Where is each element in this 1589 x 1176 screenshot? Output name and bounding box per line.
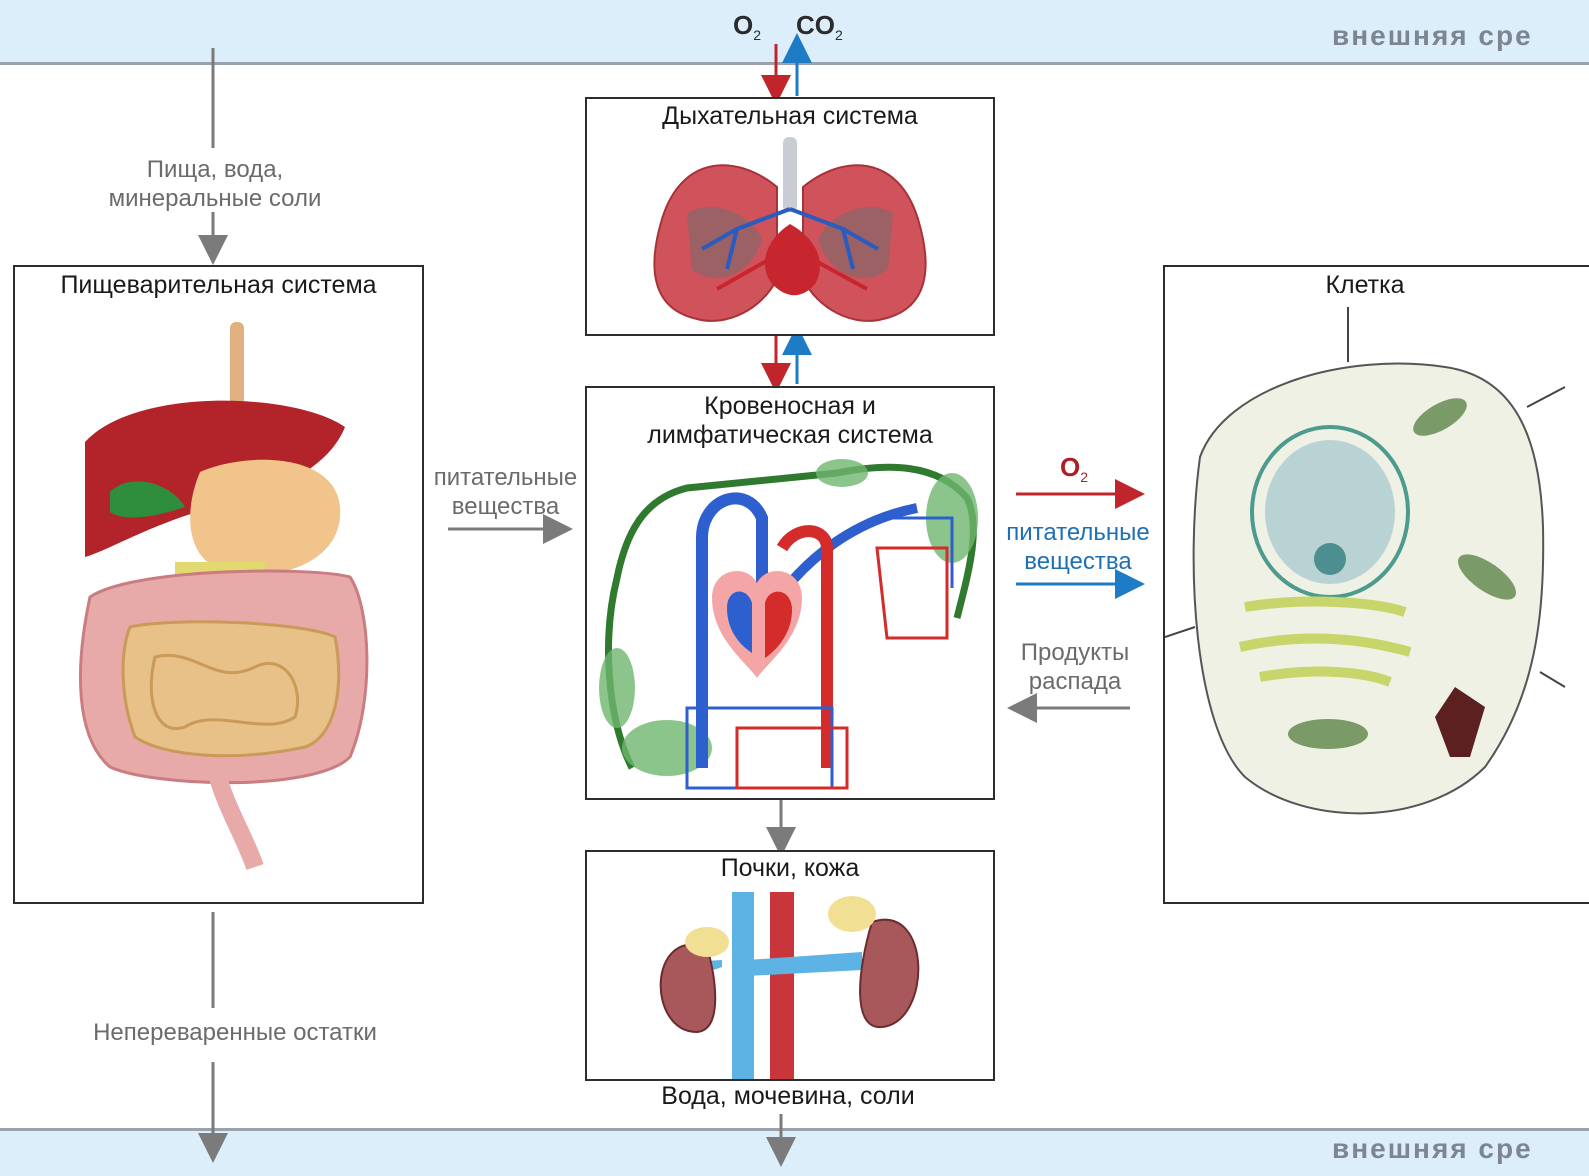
nutrients-to-blood-label: питательные вещества	[418, 463, 593, 521]
excretory-system-box: Почки, кожа	[585, 850, 995, 1081]
o2-label: O2	[733, 10, 761, 43]
o2-to-cell-label: O2	[1060, 452, 1088, 485]
cell-illustration	[1165, 267, 1589, 902]
respiratory-system-box: Дыхательная система	[585, 97, 995, 336]
digestive-organs-illustration	[15, 267, 422, 902]
circulation-illustration	[587, 388, 993, 798]
excretion-products-label: Вода, мочевина, соли	[585, 1082, 991, 1111]
nutrients-to-cell-label: питательные вещества	[993, 518, 1163, 576]
decay-products-label: Продукты распада	[995, 638, 1155, 696]
kidneys-illustration	[587, 852, 993, 1079]
digestive-system-box: Пищеварительная система	[13, 265, 424, 904]
lungs-illustration	[587, 99, 993, 334]
undigested-remains-label: Непереваренные остатки	[30, 1018, 440, 1047]
co2-label: CO2	[796, 10, 843, 43]
circulatory-system-box: Кровеносная и лимфатическая система	[585, 386, 995, 800]
cell-box: Клетка	[1163, 265, 1589, 904]
food-input-label: Пища, вода, минеральные соли	[60, 155, 370, 213]
